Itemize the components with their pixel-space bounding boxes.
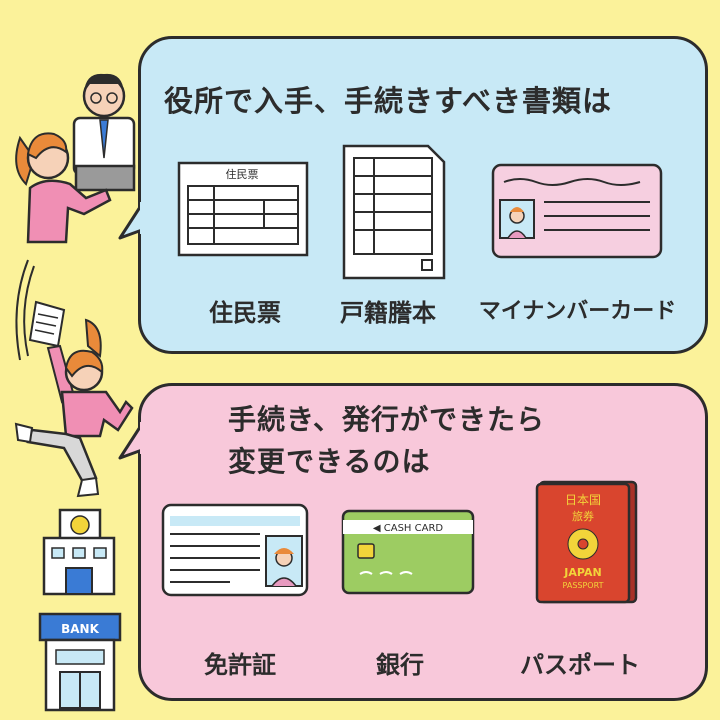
- label-passport: パスポート: [520, 651, 640, 679]
- juminhyo-doc-header: 住民票: [226, 167, 259, 181]
- chrysanthemum-emblem-icon: [567, 528, 599, 560]
- juminhyo-document-icon: 住民票: [177, 161, 309, 257]
- bottom-heading-line2: 変更できるのは: [228, 445, 431, 478]
- top-bubble-tail: [118, 202, 146, 240]
- bottom-heading-line1: 手続き、発行ができたら: [228, 403, 546, 436]
- passport-sub-text: 旅券: [572, 509, 594, 523]
- cash-card-text: ◀ CASH CARD: [373, 523, 444, 534]
- clerk-illustration: [72, 73, 136, 192]
- label-mynumber-card: マイナンバーカード: [478, 299, 677, 324]
- woman-jumping-illustration: [14, 300, 134, 498]
- koseki-document-icon: [342, 144, 446, 280]
- passport-icon: 日本国 旅券 JAPAN PASSPORT: [535, 480, 638, 604]
- top-heading: 役所で入手、手続きすべき書類は: [164, 84, 612, 118]
- bottom-bubble-tail: [118, 422, 146, 460]
- passport-en-text: JAPAN: [563, 566, 601, 579]
- label-bank: 銀行: [376, 651, 424, 679]
- bank-building-icon: BANK: [38, 612, 122, 712]
- motion-lines: [15, 259, 35, 361]
- cash-card-icon: ◀ CASH CARD: [341, 509, 475, 595]
- label-juminhyo: 住民票: [209, 299, 281, 327]
- label-drivers-license: 免許証: [204, 651, 276, 679]
- label-koseki: 戸籍謄本: [340, 299, 436, 327]
- city-hall-building-icon: [42, 508, 116, 596]
- woman-at-counter-illustration: [15, 132, 112, 244]
- passport-top-text: 日本国: [565, 493, 601, 507]
- mynumber-card-icon: [491, 163, 663, 259]
- drivers-license-icon: [161, 503, 309, 597]
- bank-sign-text: BANK: [61, 622, 99, 636]
- passport-en2-text: PASSPORT: [563, 581, 604, 590]
